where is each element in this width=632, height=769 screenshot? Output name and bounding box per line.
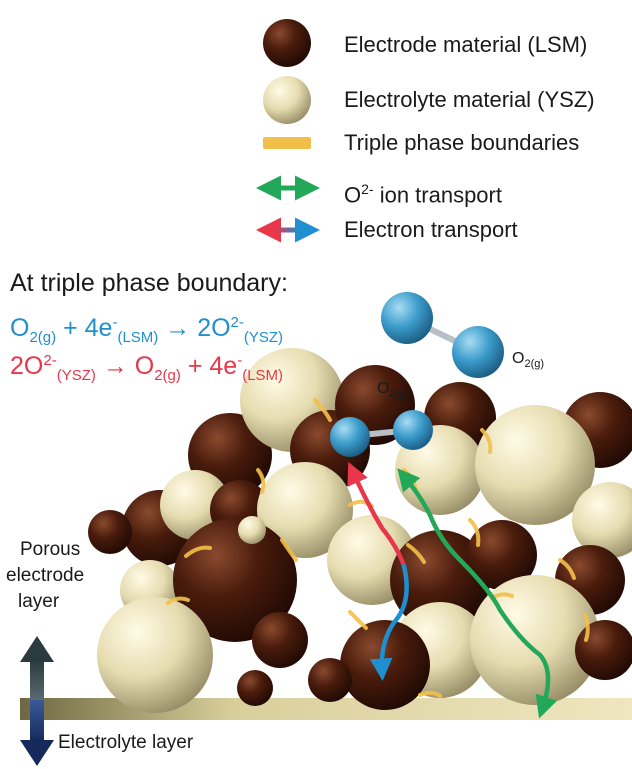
legend-label-ysz: Electrolyte material (YSZ) [344, 87, 595, 112]
ysz-particle [238, 516, 266, 544]
lsm-particle [308, 658, 352, 702]
legend-ion-rest: ion transport [373, 182, 502, 208]
lsm-particle [88, 510, 132, 554]
legend-symbols [256, 19, 320, 243]
porous-label-line2: electrode [6, 565, 85, 586]
eq2-part: 2O [10, 352, 44, 380]
o2-adsorbed-label: O2(g) [377, 380, 409, 403]
eq1-sub: 2(g) [29, 329, 57, 346]
eq2-sub: 2(g) [154, 367, 181, 384]
o2-atom [381, 292, 433, 344]
oxidation-equation: 2O2-(YSZ) → O2(g) + 4e-(LSM) [10, 346, 283, 391]
o2-atom [452, 326, 504, 378]
eq2-part: → O [95, 352, 155, 380]
lsm-particle [252, 612, 308, 668]
eq1-sup: - [112, 314, 118, 331]
legend-ion-main: O [344, 182, 362, 208]
eq1-sup: 2- [230, 314, 244, 331]
legend-label-tpb: Triple phase boundaries [344, 130, 580, 155]
layer-indicator-arrow [20, 636, 54, 766]
eq2-sup: - [237, 352, 243, 369]
o2-atom [393, 410, 433, 450]
legend-label-ion: O2- ion transport [344, 176, 502, 208]
reduction-equation: O2(g) + 4e-(LSM) → 2O2-(YSZ) [10, 308, 283, 353]
eq1-part: → 2O [158, 314, 231, 342]
legend-tpb-bar [263, 137, 311, 149]
ysz-particle [97, 597, 213, 713]
ysz-particle [572, 482, 632, 558]
eq2-part: + 4e [180, 352, 238, 380]
legend-ion-sup: 2- [361, 181, 374, 197]
eq1-part: + 4e [56, 314, 113, 342]
lsm-particle [237, 670, 273, 706]
eq1-sub: (LSM) [117, 329, 159, 346]
o2-gas-label: O2(g) [512, 350, 544, 373]
legend-ysz-sphere [263, 76, 311, 124]
o2-label-main: O [377, 380, 390, 397]
legend-label-lsm: Electrode material (LSM) [344, 32, 588, 57]
legend-lsm-sphere [263, 19, 311, 67]
lsm-particle [340, 620, 430, 710]
o2-label-main: O [512, 350, 525, 367]
o2-label-sub: 2(g) [389, 388, 410, 400]
eq1-sub: (YSZ) [243, 329, 284, 346]
legend-label-electron: Electron transport [344, 217, 518, 242]
electrolyte-layer-label: Electrolyte layer [58, 732, 194, 753]
ysz-particle [257, 462, 353, 558]
eq1-part: O [10, 314, 30, 342]
gas-o2-molecule [381, 292, 504, 378]
eq2-sub: (LSM) [242, 367, 284, 384]
legend-electron-blend [276, 227, 298, 233]
eq2-sup: 2- [43, 352, 57, 369]
porous-label-line3: layer [18, 591, 60, 612]
adsorbed-o2-molecule [330, 410, 433, 457]
porous-label-line1: Porous [20, 539, 81, 560]
eq2-sub: (YSZ) [56, 367, 96, 384]
o2-atom [330, 417, 370, 457]
ion-transport-path [397, 468, 558, 719]
o2-label-sub: 2(g) [524, 358, 545, 370]
particle-cluster [88, 348, 632, 713]
tpb-heading: At triple phase boundary: [10, 269, 288, 297]
